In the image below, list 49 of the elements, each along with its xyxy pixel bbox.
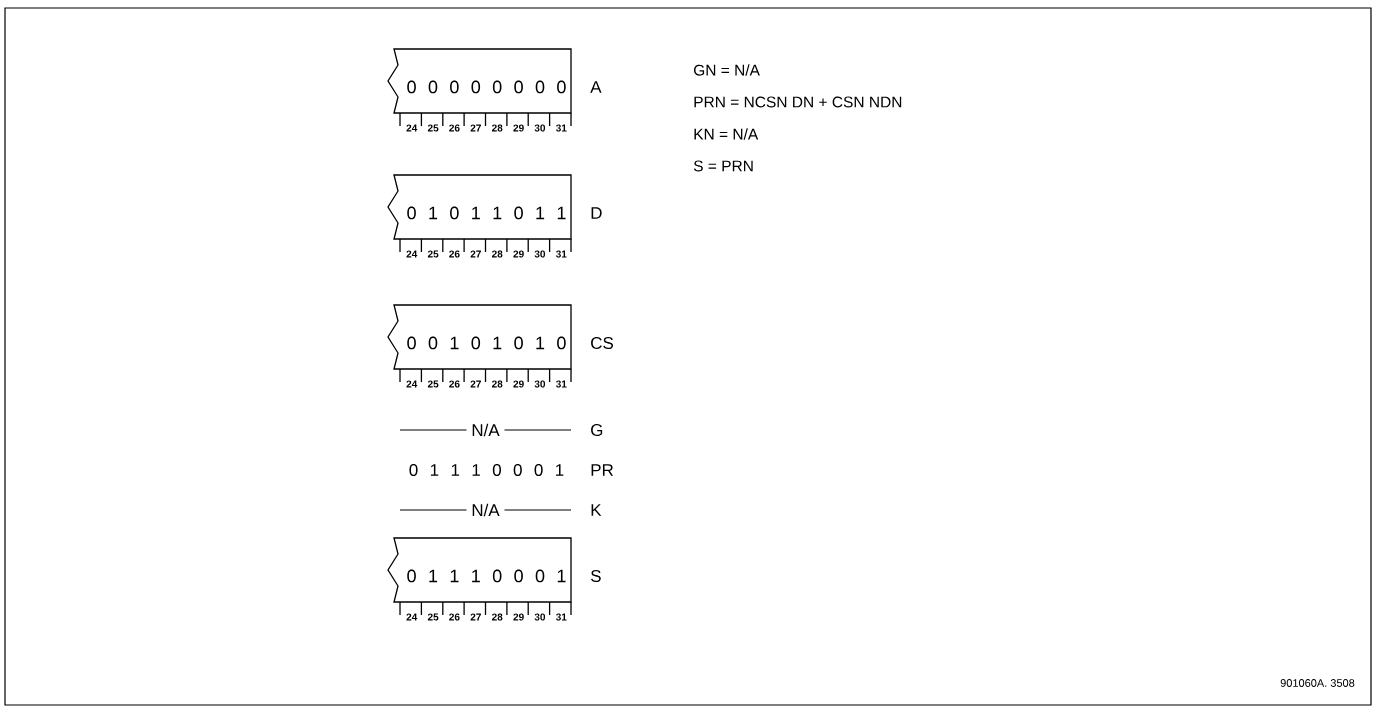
bit-number: 24 xyxy=(406,250,418,258)
register-name: PR xyxy=(591,464,614,476)
bit-number: 28 xyxy=(492,613,503,621)
bit-number: 24 xyxy=(406,380,418,388)
bit-number: 29 xyxy=(513,613,524,621)
bit-number: 25 xyxy=(427,124,439,132)
bit-number: 29 xyxy=(513,380,524,388)
bit-number: 26 xyxy=(449,380,460,388)
register-box: 0 0 0 0 0 0 0 0 xyxy=(387,48,572,114)
bit-number: 25 xyxy=(427,250,439,258)
register-name: D xyxy=(591,207,602,219)
bit-number: 29 xyxy=(513,124,524,132)
register-box: 0 1 0 1 1 0 1 1 xyxy=(387,174,572,240)
bit-number: 28 xyxy=(492,380,503,388)
bit-number: 26 xyxy=(449,613,460,621)
bit-number: 31 xyxy=(556,250,567,258)
bit-number: 24 xyxy=(406,124,418,132)
bit-number: 29 xyxy=(513,250,524,258)
bit-number: 25 xyxy=(427,613,439,621)
register-box: 0 0 1 0 1 0 1 0 xyxy=(387,304,572,370)
bit-number: 27 xyxy=(470,124,481,132)
bit-number: 31 xyxy=(556,613,567,621)
bit-number: 30 xyxy=(534,380,546,388)
bit-number: 25 xyxy=(427,380,439,388)
bit-number: 28 xyxy=(492,250,503,258)
bit-number: 30 xyxy=(534,124,546,132)
bit-number: 27 xyxy=(470,250,481,258)
register-box: 0 1 1 1 0 0 0 1 xyxy=(387,537,572,603)
bit-number: 27 xyxy=(470,380,481,388)
register-name: A xyxy=(590,81,602,93)
bit-number: 24 xyxy=(406,613,418,621)
equation: PRN = NCSN DN + CSN NDN xyxy=(694,96,902,108)
register-name: K xyxy=(591,504,602,516)
bit-number: 26 xyxy=(449,250,460,258)
register-name: CS xyxy=(591,337,614,349)
bit-number: 27 xyxy=(470,613,481,621)
register-value: 0 1 1 1 0 0 0 1 xyxy=(409,463,564,476)
bit-number: 31 xyxy=(556,124,567,132)
bit-number: 28 xyxy=(492,124,503,132)
register-name: S xyxy=(591,569,601,582)
bit-number: 31 xyxy=(556,380,567,388)
equation: KN = N/A xyxy=(694,128,759,140)
bit-number: 26 xyxy=(449,124,460,132)
equation: GN = N/A xyxy=(694,64,760,76)
equation: S = PRN xyxy=(693,160,753,172)
register-name: G xyxy=(591,424,603,436)
bit-number: 30 xyxy=(534,613,546,621)
figure-number: 901060A. 3508 xyxy=(1280,679,1355,687)
bit-number: 30 xyxy=(534,250,546,258)
